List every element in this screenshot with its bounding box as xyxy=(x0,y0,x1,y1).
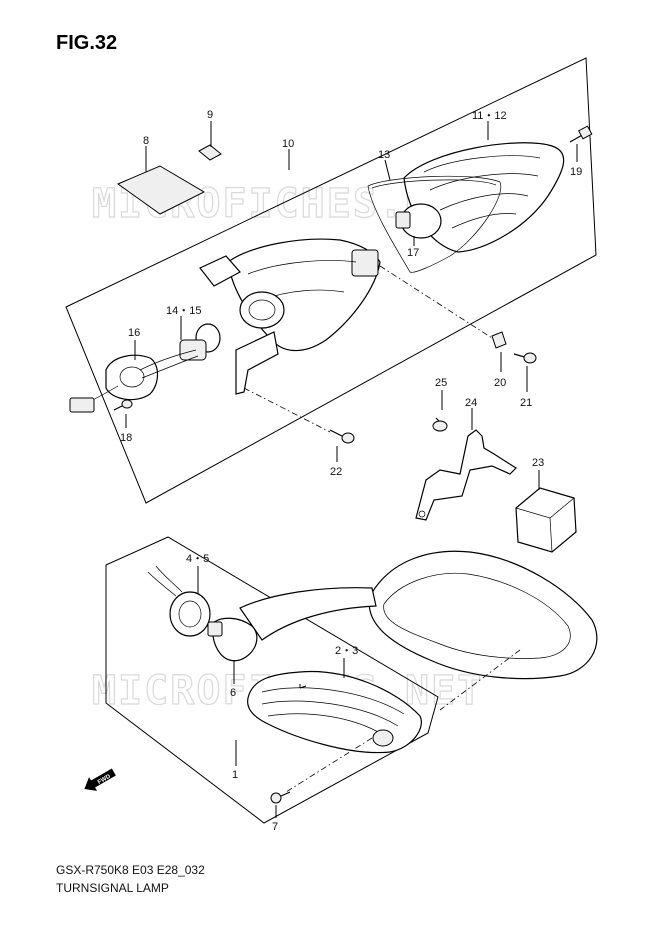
cushion-part xyxy=(198,121,222,161)
mirror-housing-part xyxy=(239,550,598,680)
wiring-grommet-part xyxy=(69,340,199,413)
front-bulb-part xyxy=(207,617,258,684)
callout-10: 10 xyxy=(282,138,294,150)
front-lens-screw-part xyxy=(270,791,291,818)
rear-lens-part xyxy=(403,121,565,253)
lens-seal-part xyxy=(367,159,502,273)
callout-2-3: 2・3 xyxy=(335,645,358,657)
callout-20: 20 xyxy=(494,377,506,389)
figure-title: FIG.32 xyxy=(56,32,118,54)
section-name: TURNSIGNAL LAMP xyxy=(56,881,169,895)
turn-signal-relay-part xyxy=(515,470,577,553)
bracket-bolt-part xyxy=(432,390,448,432)
front-lens-part xyxy=(247,658,422,754)
housing-screw-part xyxy=(329,429,355,462)
callout-14-15: 14・15 xyxy=(166,305,201,317)
forward-arrow-icon: FWD xyxy=(84,768,116,791)
lower-group-boundary xyxy=(105,536,439,824)
assembly-line-lens-screw xyxy=(285,737,373,793)
callout-4-5: 4・5 xyxy=(186,553,209,565)
callout-13: 13 xyxy=(378,149,390,161)
callout-21: 21 xyxy=(520,397,532,409)
callout-11-12: 11・12 xyxy=(472,110,507,122)
rear-housing-part xyxy=(199,238,381,352)
rear-bulb-part xyxy=(395,203,442,246)
assembly-line-screw xyxy=(243,387,331,433)
callout-9: 9 xyxy=(207,109,213,121)
assembly-line-mirror xyxy=(439,649,521,711)
housing-socket-part xyxy=(239,291,285,329)
callout-23: 23 xyxy=(532,457,544,469)
callout-16: 16 xyxy=(128,327,140,339)
relay-bracket-part xyxy=(415,408,517,521)
lens-screw-part xyxy=(569,125,593,162)
callout-19: 19 xyxy=(570,166,582,178)
callout-18: 18 xyxy=(120,432,132,444)
clip-screw-part xyxy=(513,352,537,392)
upper-group-boundary xyxy=(65,57,597,504)
callout-1: 1 xyxy=(232,769,238,781)
callout-24: 24 xyxy=(465,397,477,409)
callout-8: 8 xyxy=(143,135,149,147)
callout-25: 25 xyxy=(435,377,447,389)
front-socket-part xyxy=(147,565,211,637)
callout-22: 22 xyxy=(330,466,342,478)
assembly-line-nut xyxy=(379,265,493,339)
housing-bracket-part xyxy=(235,331,279,395)
gasket-pad-part xyxy=(116,146,206,215)
grommet-screw-part xyxy=(113,399,133,428)
callout-17: 17 xyxy=(407,247,419,259)
rear-socket-part xyxy=(179,316,221,361)
callout-6: 6 xyxy=(230,687,236,699)
model-code: GSX-R750K8 E03 E28_032 xyxy=(56,863,205,877)
callout-7: 7 xyxy=(272,821,278,833)
clip-nut-part xyxy=(491,331,507,372)
